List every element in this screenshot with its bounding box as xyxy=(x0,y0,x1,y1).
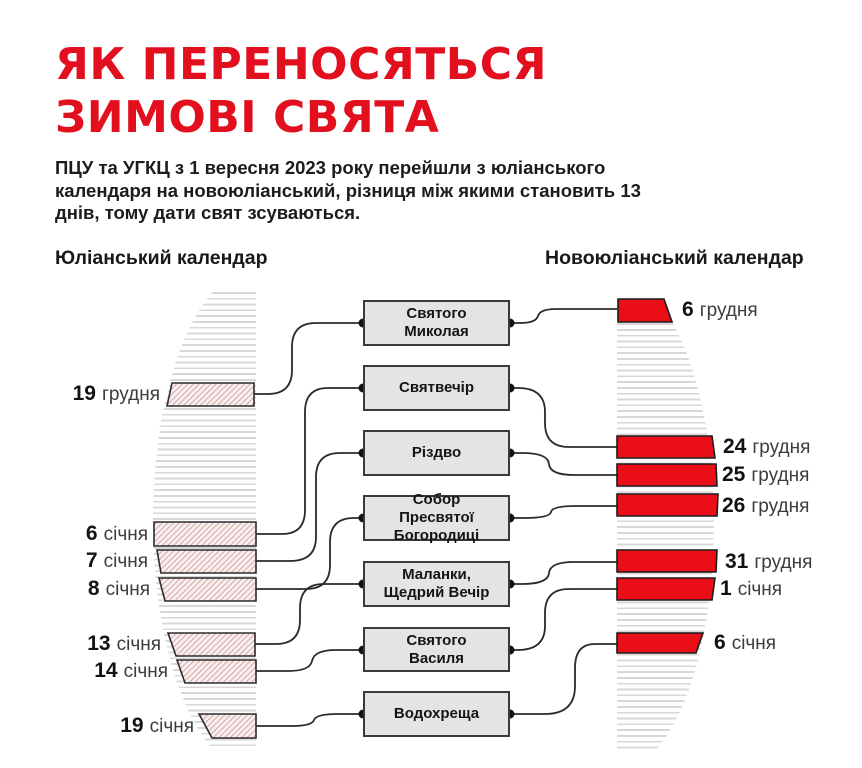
holiday-box-sobor: Собор Пресвятої Богородиці xyxy=(363,491,510,544)
holiday-box-rizdvo: Різдво xyxy=(363,430,510,476)
page-title-line1: ЯК ПЕРЕНОСЯТЬСЯ xyxy=(55,39,547,90)
column-header-julian: Юліанський календар xyxy=(55,247,268,269)
holiday-box-sviatvechir: Святвечір xyxy=(363,365,510,411)
column-header-newjulian: Новоюліанський календар xyxy=(545,247,804,269)
page-title-line2: ЗИМОВІ СВЯТА xyxy=(55,92,440,143)
intro-text: ПЦУ та УГКЦ з 1 вересня 2023 року перейш… xyxy=(55,157,641,223)
newjulian-calendar-strip xyxy=(617,300,714,749)
holiday-box-vodokhreshcha: Водохреща xyxy=(363,691,510,737)
holiday-box-malanky: Маланки, Щедрий Вечір xyxy=(363,561,510,607)
holiday-box-vasyl: Святого Василя xyxy=(363,627,510,672)
holiday-box-mykolay: Святого Миколая xyxy=(363,300,510,346)
page-title: ЯК ПЕРЕНОСЯТЬСЯ ЗИМОВІ СВЯТА xyxy=(55,38,547,144)
